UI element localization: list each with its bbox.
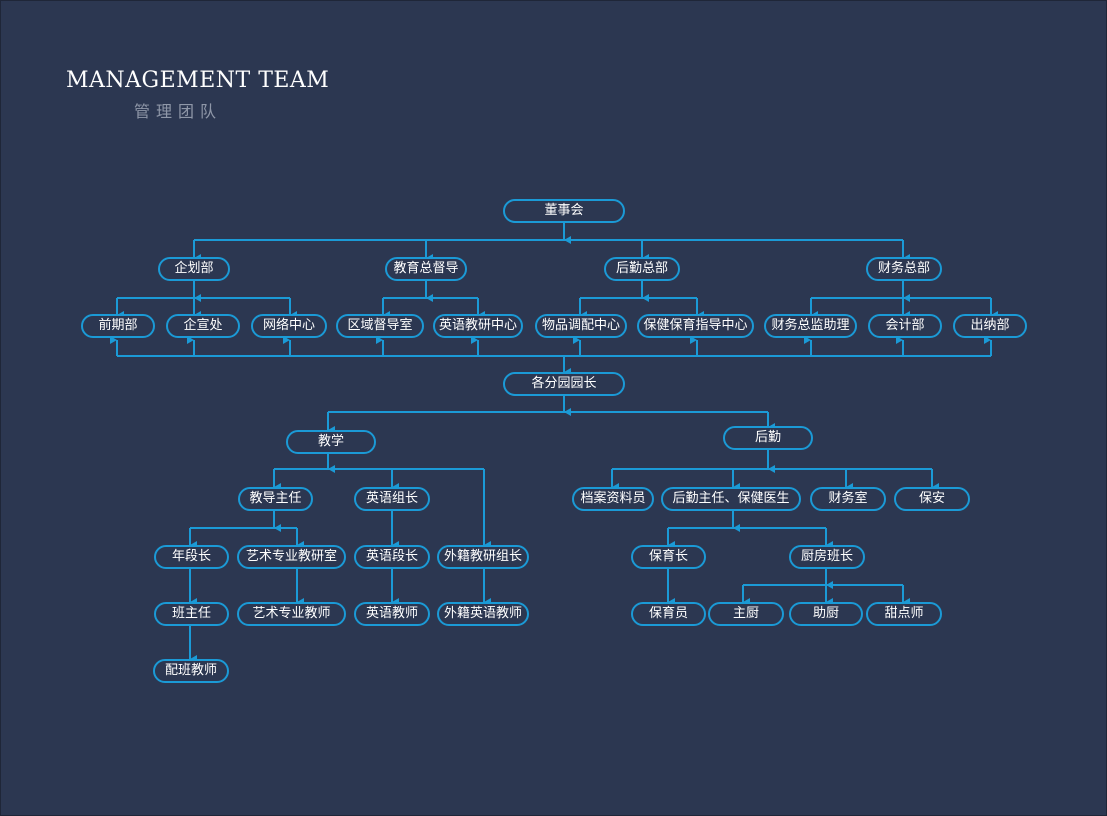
node-childcare-worker: 保育员 <box>631 602 706 626</box>
node-security: 保安 <box>894 487 970 511</box>
node-foreign-english-teacher: 外籍英语教师 <box>437 602 529 626</box>
node-regional-supervision: 区域督导室 <box>336 314 424 338</box>
node-assistant-chef: 助厨 <box>789 602 863 626</box>
node-teaching: 教学 <box>286 430 376 454</box>
page-title: MANAGEMENT TEAM <box>66 68 330 93</box>
node-logistics-hq: 后勤总部 <box>604 257 680 281</box>
node-assistant-teacher: 配班教师 <box>153 659 229 683</box>
node-childcare-lead: 保育长 <box>631 545 706 569</box>
node-early-stage: 前期部 <box>81 314 155 338</box>
node-kitchen-lead: 厨房班长 <box>789 545 865 569</box>
node-english-research: 英语教研中心 <box>433 314 523 338</box>
node-english-grade-lead: 英语段长 <box>354 545 430 569</box>
node-foreign-research-lead: 外籍教研组长 <box>437 545 529 569</box>
node-grade-lead: 年段长 <box>154 545 229 569</box>
node-pastry-chef: 甜点师 <box>866 602 942 626</box>
node-planning: 企划部 <box>158 257 230 281</box>
node-cashier: 出纳部 <box>953 314 1027 338</box>
node-logistics: 后勤 <box>723 426 813 450</box>
node-publicity: 企宣处 <box>166 314 240 338</box>
node-class-teacher: 班主任 <box>154 602 229 626</box>
node-accounting: 会计部 <box>868 314 942 338</box>
node-goods-allocation: 物品调配中心 <box>535 314 627 338</box>
node-academic-director: 教导主任 <box>238 487 313 511</box>
node-arts-research: 艺术专业教研室 <box>237 545 346 569</box>
node-board: 董事会 <box>503 199 625 223</box>
node-edu-supervision: 教育总督导 <box>385 257 467 281</box>
node-branch-principals: 各分园园长 <box>503 372 625 396</box>
node-english-teacher: 英语教师 <box>354 602 430 626</box>
node-arts-teacher: 艺术专业教师 <box>237 602 346 626</box>
node-health-guidance: 保健保育指导中心 <box>637 314 754 338</box>
node-english-lead: 英语组长 <box>354 487 430 511</box>
node-archives: 档案资料员 <box>572 487 654 511</box>
node-finance-office: 财务室 <box>810 487 886 511</box>
node-logistics-director: 后勤主任、保健医生 <box>661 487 801 511</box>
node-head-chef: 主厨 <box>708 602 784 626</box>
node-finance-director-asst: 财务总监助理 <box>764 314 857 338</box>
page-subtitle: 管理团队 <box>134 102 223 121</box>
node-network: 网络中心 <box>251 314 327 338</box>
node-finance-hq: 财务总部 <box>866 257 942 281</box>
